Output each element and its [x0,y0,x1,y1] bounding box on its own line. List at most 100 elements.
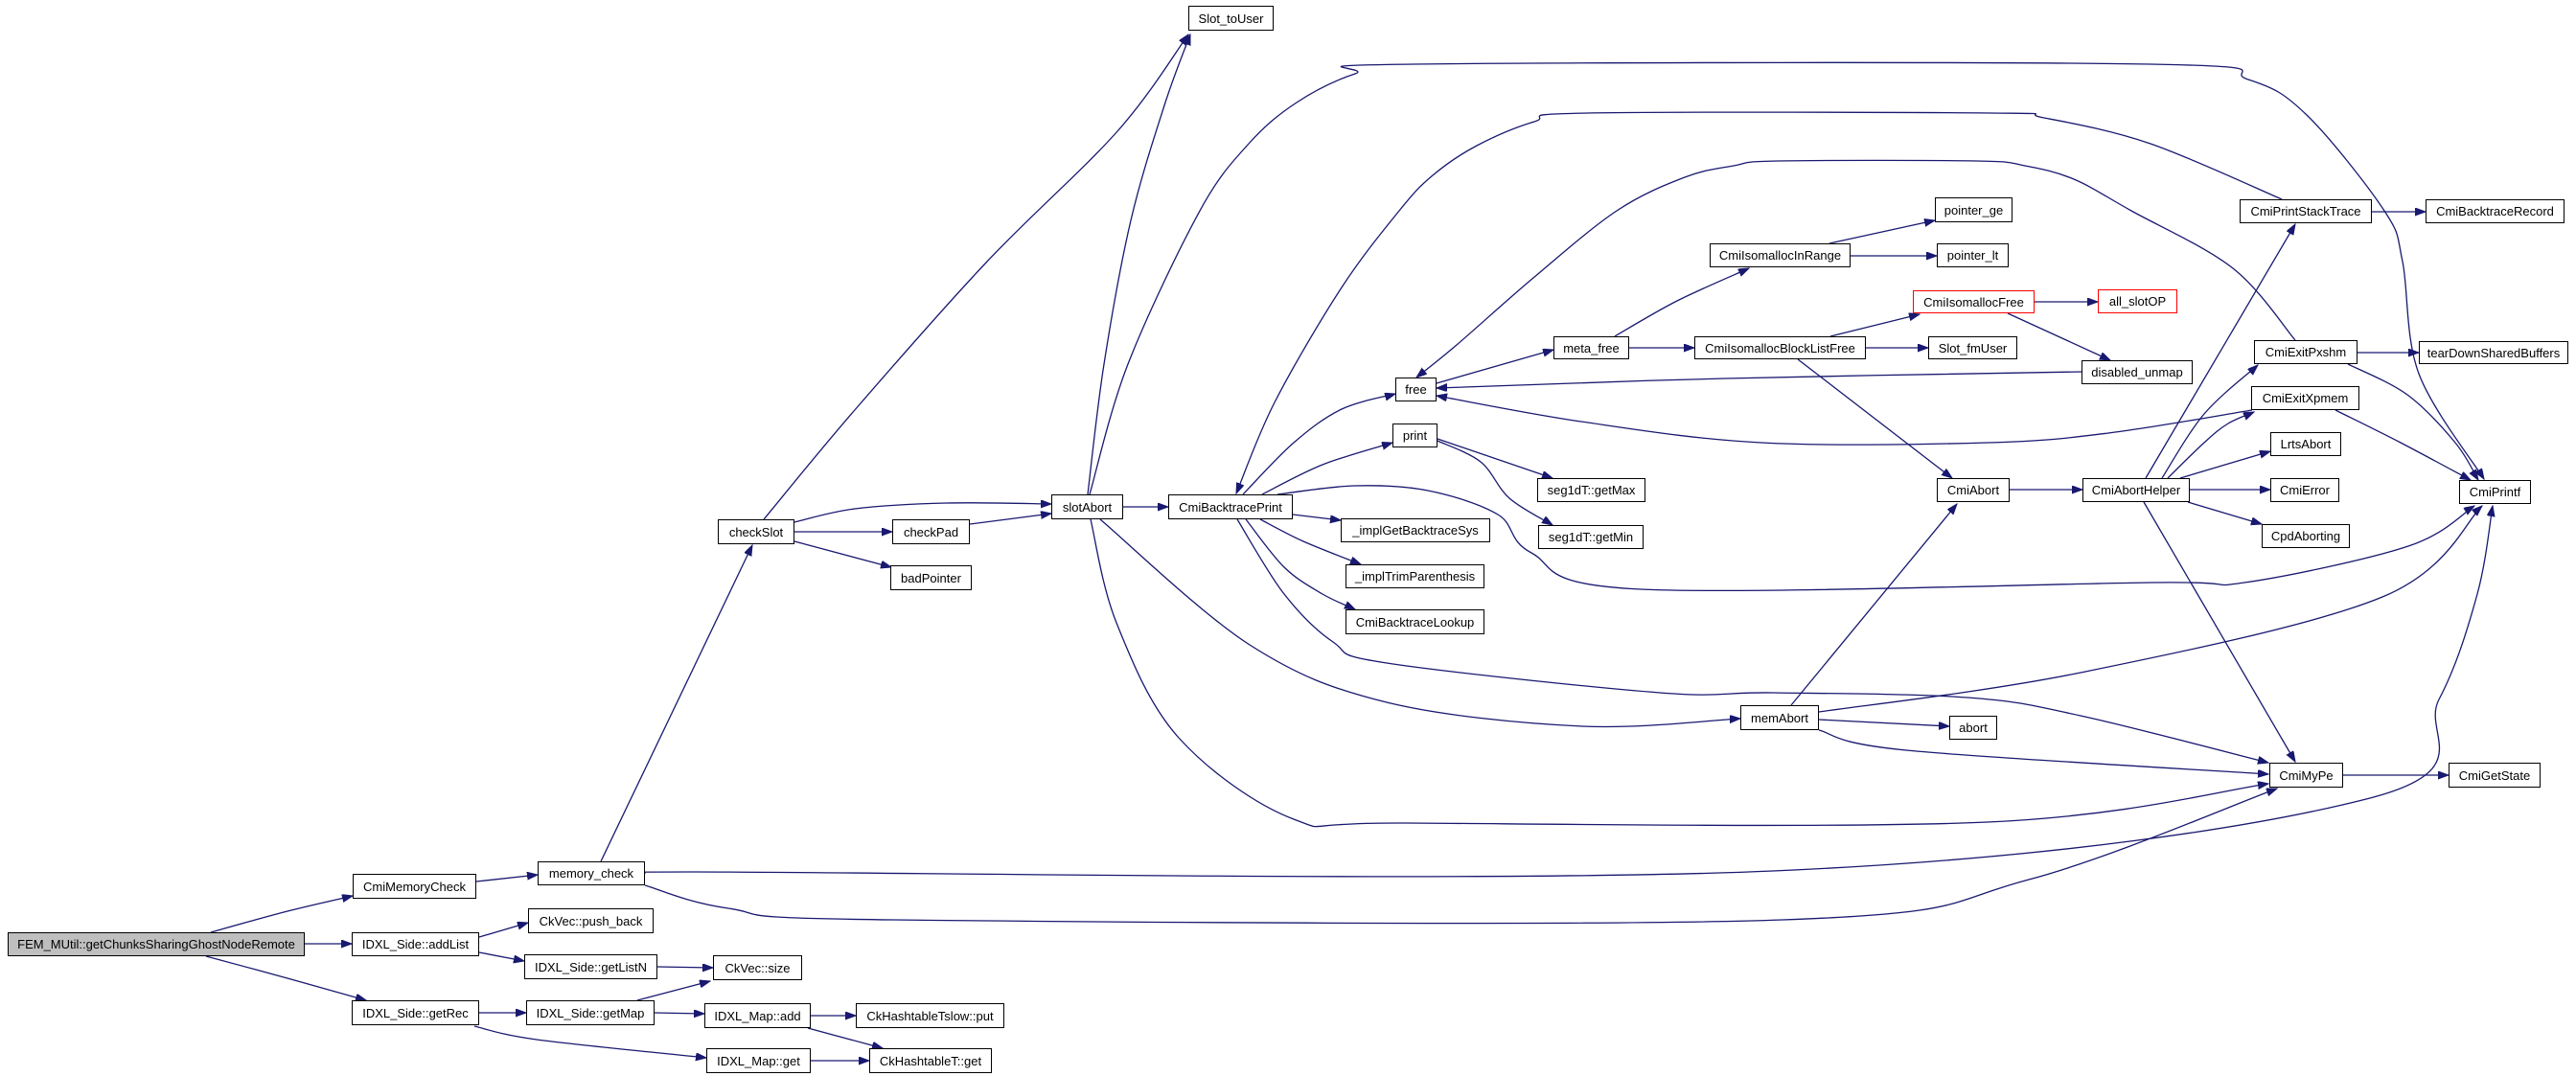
edge-disabled-unmap-to-free [1437,371,2082,388]
edge-cmi-exit-pxshm-to-free [1416,159,2296,378]
edge-slotabort-to-mem-abort [1099,518,1740,728]
edge-cmi-backtrace-print-to-cmi-backtrace-lookup [1245,518,1355,609]
node-cpd-aborting[interactable]: CpdAborting [2262,524,2350,548]
edge-slotabort-to-cmi-printf [1089,61,2484,495]
node-seg1dt-getmin[interactable]: seg1dT::getMin [1538,525,1644,549]
node-cmi-error[interactable]: CmiError [2270,478,2339,502]
node-cmi-backtrace-lookup[interactable]: CmiBacktraceLookup [1346,609,1484,634]
node-checkpad[interactable]: checkPad [892,519,970,544]
edge-cmi-isomalloc-in-range-to-pointer-ge [1828,220,1935,244]
edge-cmi-exit-pxshm-to-cmi-printf [2347,363,2478,480]
node-print[interactable]: print [1392,424,1438,447]
edge-cmi-abort-helper-to-cmi-mype [2143,501,2295,762]
edge-checkslot-to-slot-touser [763,34,1188,520]
node-cmi-backtrace-record[interactable]: CmiBacktraceRecord [2426,199,2564,223]
edge-free-to-meta-free [1436,350,1553,384]
edge-memory-check-to-cmi-printf [594,506,2493,878]
node-fem-root[interactable]: FEM_MUtil::getChunksSharingGhostNodeRemo… [8,932,305,956]
edge-cmi-abort-helper-to-cmi-exit-pxshm [2161,365,2258,479]
node-cmi-abort[interactable]: CmiAbort [1937,478,2010,502]
node-impl-get-backtrace-sys[interactable]: _implGetBacktraceSys [1341,518,1490,542]
node-meta-free[interactable]: meta_free [1553,336,1629,359]
node-checkslot[interactable]: checkSlot [718,519,794,544]
node-impl-trim-parenthesis[interactable]: _implTrimParenthesis [1346,564,1484,588]
edge-print-to-seg1dt-getmax [1437,438,1552,478]
edge-cmi-abort-helper-to-lrts-abort [2179,451,2270,479]
node-abort[interactable]: abort [1949,716,1997,740]
node-seg1dt-getmax[interactable]: seg1dT::getMax [1537,478,1645,502]
edge-checkslot-to-badpointer [794,540,891,567]
edge-cmi-isomalloc-block-list-free-to-cmi-isomalloc-free [1829,314,1920,337]
edge-cmi-backtrace-print-to-print [1261,443,1392,495]
edge-cmi-backtrace-print-to-cmi-mype [1236,518,2268,763]
edge-cmi-backtrace-print-to-impl-trim-parenthesis [1259,518,1361,565]
edge-memory-check-to-checkslot [600,545,752,862]
edge-cmi-abort-helper-to-cmi-exit-xpmem [2167,411,2254,479]
node-idxl-map-add[interactable]: IDXL_Map::add [704,1003,811,1028]
node-slot-fmuser[interactable]: Slot_fmUser [1928,336,2017,359]
node-disabled-unmap[interactable]: disabled_unmap [2082,360,2193,384]
edge-idxl-side-getmap-to-idxl-map-add [654,1013,704,1014]
node-cmi-mype[interactable]: CmiMyPe [2269,763,2343,788]
edge-mem-abort-to-cmi-mype [1818,729,2268,774]
node-idxl-map-get[interactable]: IDXL_Map::get [706,1048,811,1073]
node-idxl-side-getmap[interactable]: IDXL_Side::getMap [526,1000,655,1025]
edge-cmi-memory-check-to-memory-check [475,875,538,882]
edge-fem-root-to-idxl-side-getrec [205,955,366,1000]
node-cmi-printf[interactable]: CmiPrintf [2459,480,2531,504]
node-cmi-abort-helper[interactable]: CmiAbortHelper [2082,478,2190,502]
node-cmi-exit-pxshm[interactable]: CmiExitPxshm [2254,340,2358,364]
edge-idxl-side-getlistn-to-ckvec-size [656,967,713,968]
node-ckhashtablet-get[interactable]: CkHashtableT::get [869,1048,992,1073]
node-all-slotop[interactable]: all_slotOP [2098,289,2177,313]
edge-meta-free-to-cmi-isomalloc-in-range [1614,268,1749,337]
edge-idxl-map-add-to-ckhashtablet-get [807,1027,883,1048]
node-pointer-ge[interactable]: pointer_ge [1935,197,2012,222]
node-cmi-backtrace-print[interactable]: CmiBacktracePrint [1168,494,1293,519]
node-badpointer[interactable]: badPointer [890,565,972,590]
edge-idxl-side-addlist-to-idxl-side-getlistn [478,951,524,961]
edge-mem-abort-to-cmi-printf [1818,506,2482,713]
node-mem-abort[interactable]: memAbort [1740,705,1819,730]
edge-cmi-backtrace-print-to-cmi-printf [1276,485,2474,592]
edge-idxl-side-getrec-to-idxl-map-get [473,1025,706,1058]
edge-idxl-side-getmap-to-ckvec-size [636,981,710,1001]
edge-mem-abort-to-abort [1818,719,1949,726]
node-lrts-abort[interactable]: LrtsAbort [2270,432,2341,456]
node-idxl-side-getlistn[interactable]: IDXL_Side::getListN [524,954,657,979]
edge-cmi-isomalloc-block-list-free-to-cmi-abort [1797,358,1952,478]
node-cmi-memory-check[interactable]: CmiMemoryCheck [353,874,476,899]
node-teardown-shared-buffers[interactable]: tearDownSharedBuffers [2419,341,2568,364]
edge-cmi-abort-helper-to-cmi-print-stack-trace [2145,224,2295,479]
node-free[interactable]: free [1395,378,1437,401]
edge-cmi-backtrace-print-to-free [1242,394,1395,495]
edge-slotabort-to-slot-touser [1087,34,1191,495]
node-cmi-isomalloc-block-list-free[interactable]: CmiIsomallocBlockListFree [1694,336,1866,359]
node-idxl-side-getrec[interactable]: IDXL_Side::getRec [352,1000,479,1025]
node-pointer-lt[interactable]: pointer_lt [1937,243,2009,267]
node-cmi-exit-xpmem[interactable]: CmiExitXpmem [2251,386,2359,410]
edge-checkpad-to-slotabort [969,514,1051,525]
node-slot-touser[interactable]: Slot_toUser [1188,6,1274,31]
edge-cmi-exit-xpmem-to-cmi-printf [2334,409,2471,480]
node-slotabort[interactable]: slotAbort [1051,494,1123,519]
edge-cmi-exit-xpmem-to-free [1437,396,2253,446]
node-memory-check[interactable]: memory_check [538,861,645,885]
edge-cmi-abort-helper-to-cpd-aborting [2187,501,2262,524]
edge-cmi-print-stack-trace-to-cmi-backtrace-print [1235,111,2283,493]
node-idxl-side-addlist[interactable]: IDXL_Side::addList [352,932,479,956]
node-ckvec-push-back[interactable]: CkVec::push_back [528,908,654,933]
edge-idxl-side-addlist-to-ckvec-push-back [478,923,528,938]
edge-memory-check-to-cmi-mype [644,788,2277,925]
node-cmi-isomalloc-free[interactable]: CmiIsomallocFree [1913,290,2035,313]
node-ckhashtabletslow-put[interactable]: CkHashtableTslow::put [856,1003,1004,1028]
edge-mem-abort-to-cmi-abort [1790,504,1957,706]
edge-cmi-isomalloc-free-to-disabled-unmap [2007,312,2110,360]
node-cmi-isomalloc-in-range[interactable]: CmiIsomallocInRange [1710,243,1851,267]
edge-checkslot-to-slotabort [794,503,1051,523]
node-cmi-getstate[interactable]: CmiGetState [2449,763,2541,788]
node-cmi-print-stack-trace[interactable]: CmiPrintStackTrace [2240,199,2372,223]
node-ckvec-size[interactable]: CkVec::size [713,955,802,980]
